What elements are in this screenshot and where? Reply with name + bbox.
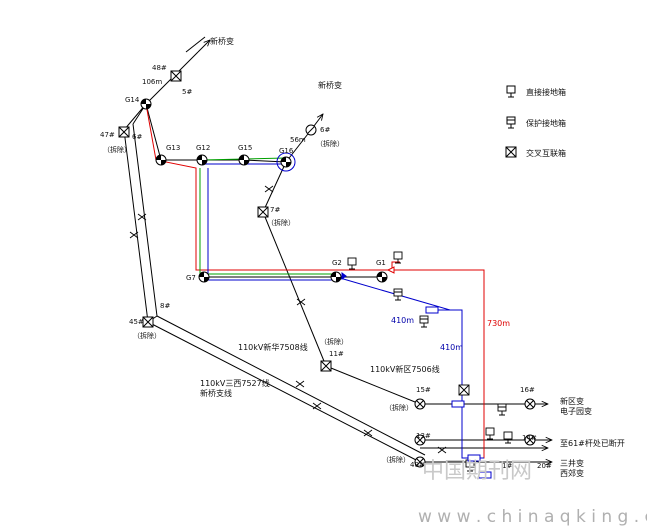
overhead-lines — [123, 36, 552, 462]
tower-16-circle — [524, 398, 536, 410]
dest-xinqiao-top: 新桥变 — [210, 36, 234, 46]
label-7: 7# — [270, 206, 280, 214]
label-106m: 106m — [142, 78, 162, 86]
length-blue-2: 410m — [440, 343, 463, 352]
label-47-removed: （拆除） — [103, 145, 131, 154]
label-45-removed: （拆除） — [133, 331, 161, 340]
legend-label-direct: 直接接地箱 — [526, 87, 566, 97]
direct-ground-box-icon — [506, 85, 516, 98]
label-40: 40# — [410, 461, 425, 469]
tower-15-circle — [414, 398, 426, 410]
tower-40-circle — [414, 456, 426, 468]
protective-ground-box-icon — [393, 288, 403, 301]
label-g2: G2 — [332, 259, 342, 267]
cross-bonding-box-icon — [458, 384, 470, 396]
label-6b: 6# — [320, 126, 330, 134]
dest-sanjing: 三井变 — [560, 458, 584, 468]
label-6a: 6# — [132, 133, 142, 141]
label-g14: G14 — [125, 96, 140, 104]
dest-to61: 至61#杆处已断开 — [560, 438, 625, 448]
label-7-removed: （拆除） — [267, 218, 295, 227]
label-47: 47# — [100, 131, 115, 139]
tower-g12 — [196, 154, 208, 166]
direct-ground-box-icon — [485, 427, 495, 440]
length-blue-1: 410m — [391, 316, 414, 325]
tower-g13 — [155, 154, 167, 166]
label-g1: G1 — [376, 259, 386, 267]
label-56m: 56m — [290, 136, 306, 144]
label-g13: G13 — [166, 144, 180, 152]
blue-joint-2 — [451, 400, 465, 408]
label-8: 8# — [160, 302, 170, 310]
tower-6-circle — [305, 124, 317, 136]
tower-13-circle — [414, 434, 426, 446]
label-48: 48# — [152, 64, 167, 72]
line-sanxi: 110kV三西7527线 — [200, 378, 270, 388]
ground-boxes — [347, 251, 513, 472]
tower-11-box — [320, 360, 332, 372]
label-14: 14# — [522, 434, 537, 442]
tower-labels: 48# 106m 5# G14 47# 6# （拆除） G13 G12 G15 … — [100, 64, 552, 470]
red-arrow — [386, 266, 395, 274]
tower-g2 — [330, 271, 342, 283]
legend-label-protective: 保护接地箱 — [526, 118, 566, 128]
length-red: 730m — [487, 319, 510, 328]
tower-48-box — [170, 70, 182, 82]
tower-7-box — [257, 206, 269, 218]
tower-47-box — [118, 126, 130, 138]
line-labels: 110kV新华7508线 110kV新区7506线 110kV三西7527线 新… — [200, 316, 510, 398]
tower-g7 — [198, 271, 210, 283]
watermark-url: w w w . c h i n a q k i n g . c o m — [418, 507, 647, 527]
label-15: 15# — [416, 386, 431, 394]
legend-label-cross: 交叉互联箱 — [526, 148, 566, 158]
tower-14-circle — [524, 434, 536, 446]
tower-g15 — [238, 154, 250, 166]
line-cross-marks — [129, 185, 447, 454]
label-g12: G12 — [196, 144, 210, 152]
label-g15: G15 — [238, 144, 252, 152]
watermark-cn: 中国期刊网 — [422, 459, 532, 484]
tower-45-box — [142, 316, 154, 328]
label-g16: G16 — [279, 147, 294, 155]
destinations: 新桥变 新桥变 新区变 电子园变 至61#杆处已断开 三井变 西郊变 — [210, 36, 625, 478]
legend: 直接接地箱 保护接地箱 交叉互联箱 — [505, 85, 566, 158]
protective-ground-box-icon — [419, 315, 429, 328]
protective-ground-box-icon — [506, 116, 516, 129]
tower-g16 — [276, 152, 296, 172]
tower-symbols — [118, 70, 536, 468]
label-5: 5# — [182, 88, 192, 96]
label-15-removed: （拆除） — [385, 403, 413, 412]
protective-ground-box-icon — [497, 403, 507, 416]
label-11-removed: （拆除） — [320, 337, 348, 346]
tower-g1 — [376, 271, 388, 283]
blue-joint-1 — [425, 306, 439, 314]
label-45: 45# — [129, 318, 144, 326]
label-20: 20# — [537, 462, 552, 470]
blue-arrow — [341, 272, 347, 280]
line-xinhua: 110kV新华7508线 — [238, 342, 308, 352]
dest-xinqu: 新区变 — [560, 396, 584, 406]
label-11: 11# — [329, 350, 344, 358]
label-g7: G7 — [186, 274, 196, 282]
label-16: 16# — [520, 386, 535, 394]
label-1: 1# — [502, 462, 512, 470]
direct-ground-box-icon — [347, 257, 357, 270]
line-xinqiao-branch: 新桥支线 — [200, 388, 232, 398]
blue-joint-3 — [467, 454, 481, 462]
tower-g14 — [140, 98, 152, 110]
cable-joints — [341, 266, 492, 479]
direct-ground-box-icon — [503, 431, 513, 444]
label-6b-removed: （拆除） — [316, 139, 344, 148]
cross-bonding-box-icon — [505, 146, 517, 158]
direct-ground-box-icon — [393, 251, 403, 264]
line-xinqu: 110kV新区7506线 — [370, 364, 440, 374]
dest-xijiao: 西郊变 — [560, 468, 584, 478]
label-13-removed: （拆除） — [382, 455, 410, 464]
dest-dianziyuan: 电子园变 — [560, 406, 592, 416]
dest-xinqiao-mid: 新桥变 — [318, 80, 342, 90]
blue-joint-4 — [478, 471, 492, 479]
label-13: 13# — [416, 432, 431, 440]
